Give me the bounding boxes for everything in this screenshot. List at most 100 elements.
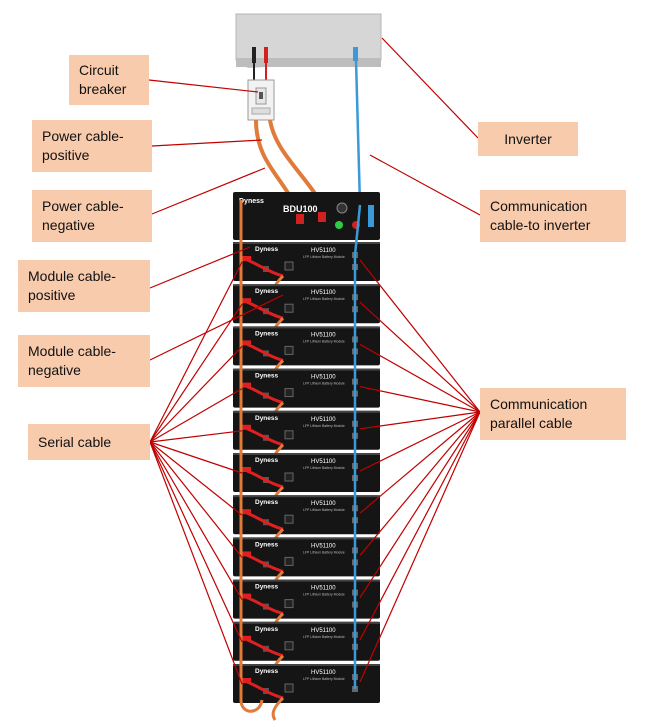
module-cable-positive-wire: [246, 680, 284, 700]
module-subtitle: LFP Lithium Battery Module: [303, 550, 345, 554]
circuit-breaker-device: [247, 79, 275, 121]
module-terminal-pos: [241, 678, 251, 683]
pointer-serial-cable: [149, 303, 243, 443]
module-terminal-neg: [284, 303, 294, 313]
module-brand: Dyness: [255, 288, 279, 295]
bdu-model: BDU100: [283, 204, 318, 214]
pointer-serial-cable: [149, 388, 243, 443]
pointer-serial-cable: [149, 441, 243, 558]
pointer-communication-parallel-cable: [359, 411, 481, 514]
pointer-communication-parallel-cable: [359, 411, 481, 641]
module-cable-positive-wire: [246, 553, 284, 573]
module-terminal-neg: [284, 599, 294, 609]
bdu-terminal-pos: [296, 214, 304, 224]
module-cable-positive-wire: [246, 427, 284, 447]
module-brand: Dyness: [255, 373, 279, 380]
module-terminal-pos: [241, 382, 251, 388]
module-top-edge: [233, 579, 380, 582]
module-terminal-pos: [241, 256, 251, 261]
module-subtitle: LFP Lithium Battery Module: [303, 382, 345, 386]
module-terminal-neg: [284, 472, 294, 482]
module-cable-positive-wire: [246, 511, 284, 531]
module-subtitle: LFP Lithium Battery Module: [303, 593, 345, 597]
pointer-communication-parallel-cable: [359, 411, 481, 430]
module-top-edge: [233, 537, 380, 540]
module-model: HV51100: [311, 586, 336, 592]
label-communication-parallel-cable: Communication parallel cable: [480, 388, 626, 440]
module-terminal-pos: [241, 340, 251, 346]
module-model: HV51100: [311, 543, 336, 549]
inverter-box: [235, 13, 382, 68]
communication-parallel-cable-wire: [353, 204, 362, 689]
pointer-communication-parallel-cable: [359, 411, 481, 472]
module-brand: Dyness: [255, 330, 279, 337]
module-top-edge: [233, 368, 380, 371]
label-power-cable-positive: Power cable- positive: [32, 120, 152, 172]
module-cable-positive-wire: [246, 385, 284, 405]
pointer-serial-cable: [149, 441, 243, 685]
module-model: HV51100: [311, 501, 336, 507]
pointer-module-cable-negative: [149, 294, 284, 361]
module-model: HV51100: [311, 290, 336, 296]
module-brand: Dyness: [255, 668, 279, 675]
pointer-serial-cable: [149, 261, 243, 443]
module-cable-positive-wire: [246, 638, 284, 658]
serial-cable-wire: [239, 200, 264, 713]
pointer-serial-cable: [149, 441, 243, 643]
module-top-edge: [233, 495, 380, 498]
module-terminal-neg: [284, 388, 294, 398]
pointer-module-cable-positive: [149, 246, 251, 289]
module-terminal-neg: [284, 514, 294, 524]
module-terminal-pos: [241, 467, 251, 472]
pointer-communication-parallel-cable: [359, 259, 481, 413]
module-model: HV51100: [311, 375, 336, 381]
module-model: HV51100: [311, 628, 336, 634]
module-brand: Dyness: [255, 584, 279, 591]
pointer-communication-parallel-cable: [359, 411, 481, 598]
pointer-communication-parallel-cable: [359, 411, 481, 556]
module-subtitle: LFP Lithium Battery Module: [303, 424, 345, 428]
module-terminal-pos: [241, 509, 251, 515]
inverter-comm-port: [353, 47, 358, 61]
pointer-serial-cable: [149, 430, 243, 443]
module-top-edge: [233, 621, 380, 624]
communication-cable-to-inverter-wire: [354, 59, 362, 206]
module-brand: Dyness: [255, 415, 279, 422]
module-cable-positive-wire: [246, 258, 284, 278]
label-communication-cable-to-inverter: Communication cable-to inverter: [480, 190, 626, 242]
module-terminal-pos: [241, 593, 251, 599]
module-cable-positive-wire: [246, 342, 284, 362]
module-cable-positive-wire: [246, 596, 284, 616]
label-inverter: Inverter: [478, 122, 578, 156]
label-circuit-breaker: Circuit breaker: [69, 55, 149, 105]
module-model: HV51100: [311, 248, 336, 254]
module-brand: Dyness: [255, 457, 279, 464]
pointer-serial-cable: [149, 441, 243, 516]
inverter-terminal-pos: [264, 47, 268, 63]
bdu-terminal-neg: [318, 212, 326, 222]
inverter-terminal-neg: [252, 47, 256, 63]
module-terminal-neg: [284, 430, 294, 440]
label-module-cable-positive: Module cable- positive: [18, 260, 150, 312]
pointer-communication-parallel-cable: [359, 411, 481, 683]
label-module-cable-negative: Module cable- negative: [18, 335, 150, 387]
bdu-comm-port: [368, 205, 374, 227]
pointer-communication-cable-to-inverter: [369, 154, 481, 216]
module-top-edge: [233, 284, 380, 287]
pointer-serial-cable: [149, 441, 243, 474]
pointer-inverter: [381, 37, 479, 139]
module-subtitle: LFP Lithium Battery Module: [303, 297, 345, 301]
module-terminal-pos: [241, 551, 251, 557]
module-terminal-neg: [284, 556, 294, 566]
module-model: HV51100: [311, 670, 336, 676]
module-terminal-neg: [284, 261, 294, 271]
module-brand: Dyness: [255, 626, 279, 633]
module-terminal-neg: [284, 683, 294, 693]
module-top-edge: [233, 453, 380, 455]
module-subtitle: LFP Lithium Battery Module: [303, 255, 345, 259]
module-top-edge: [233, 664, 380, 666]
